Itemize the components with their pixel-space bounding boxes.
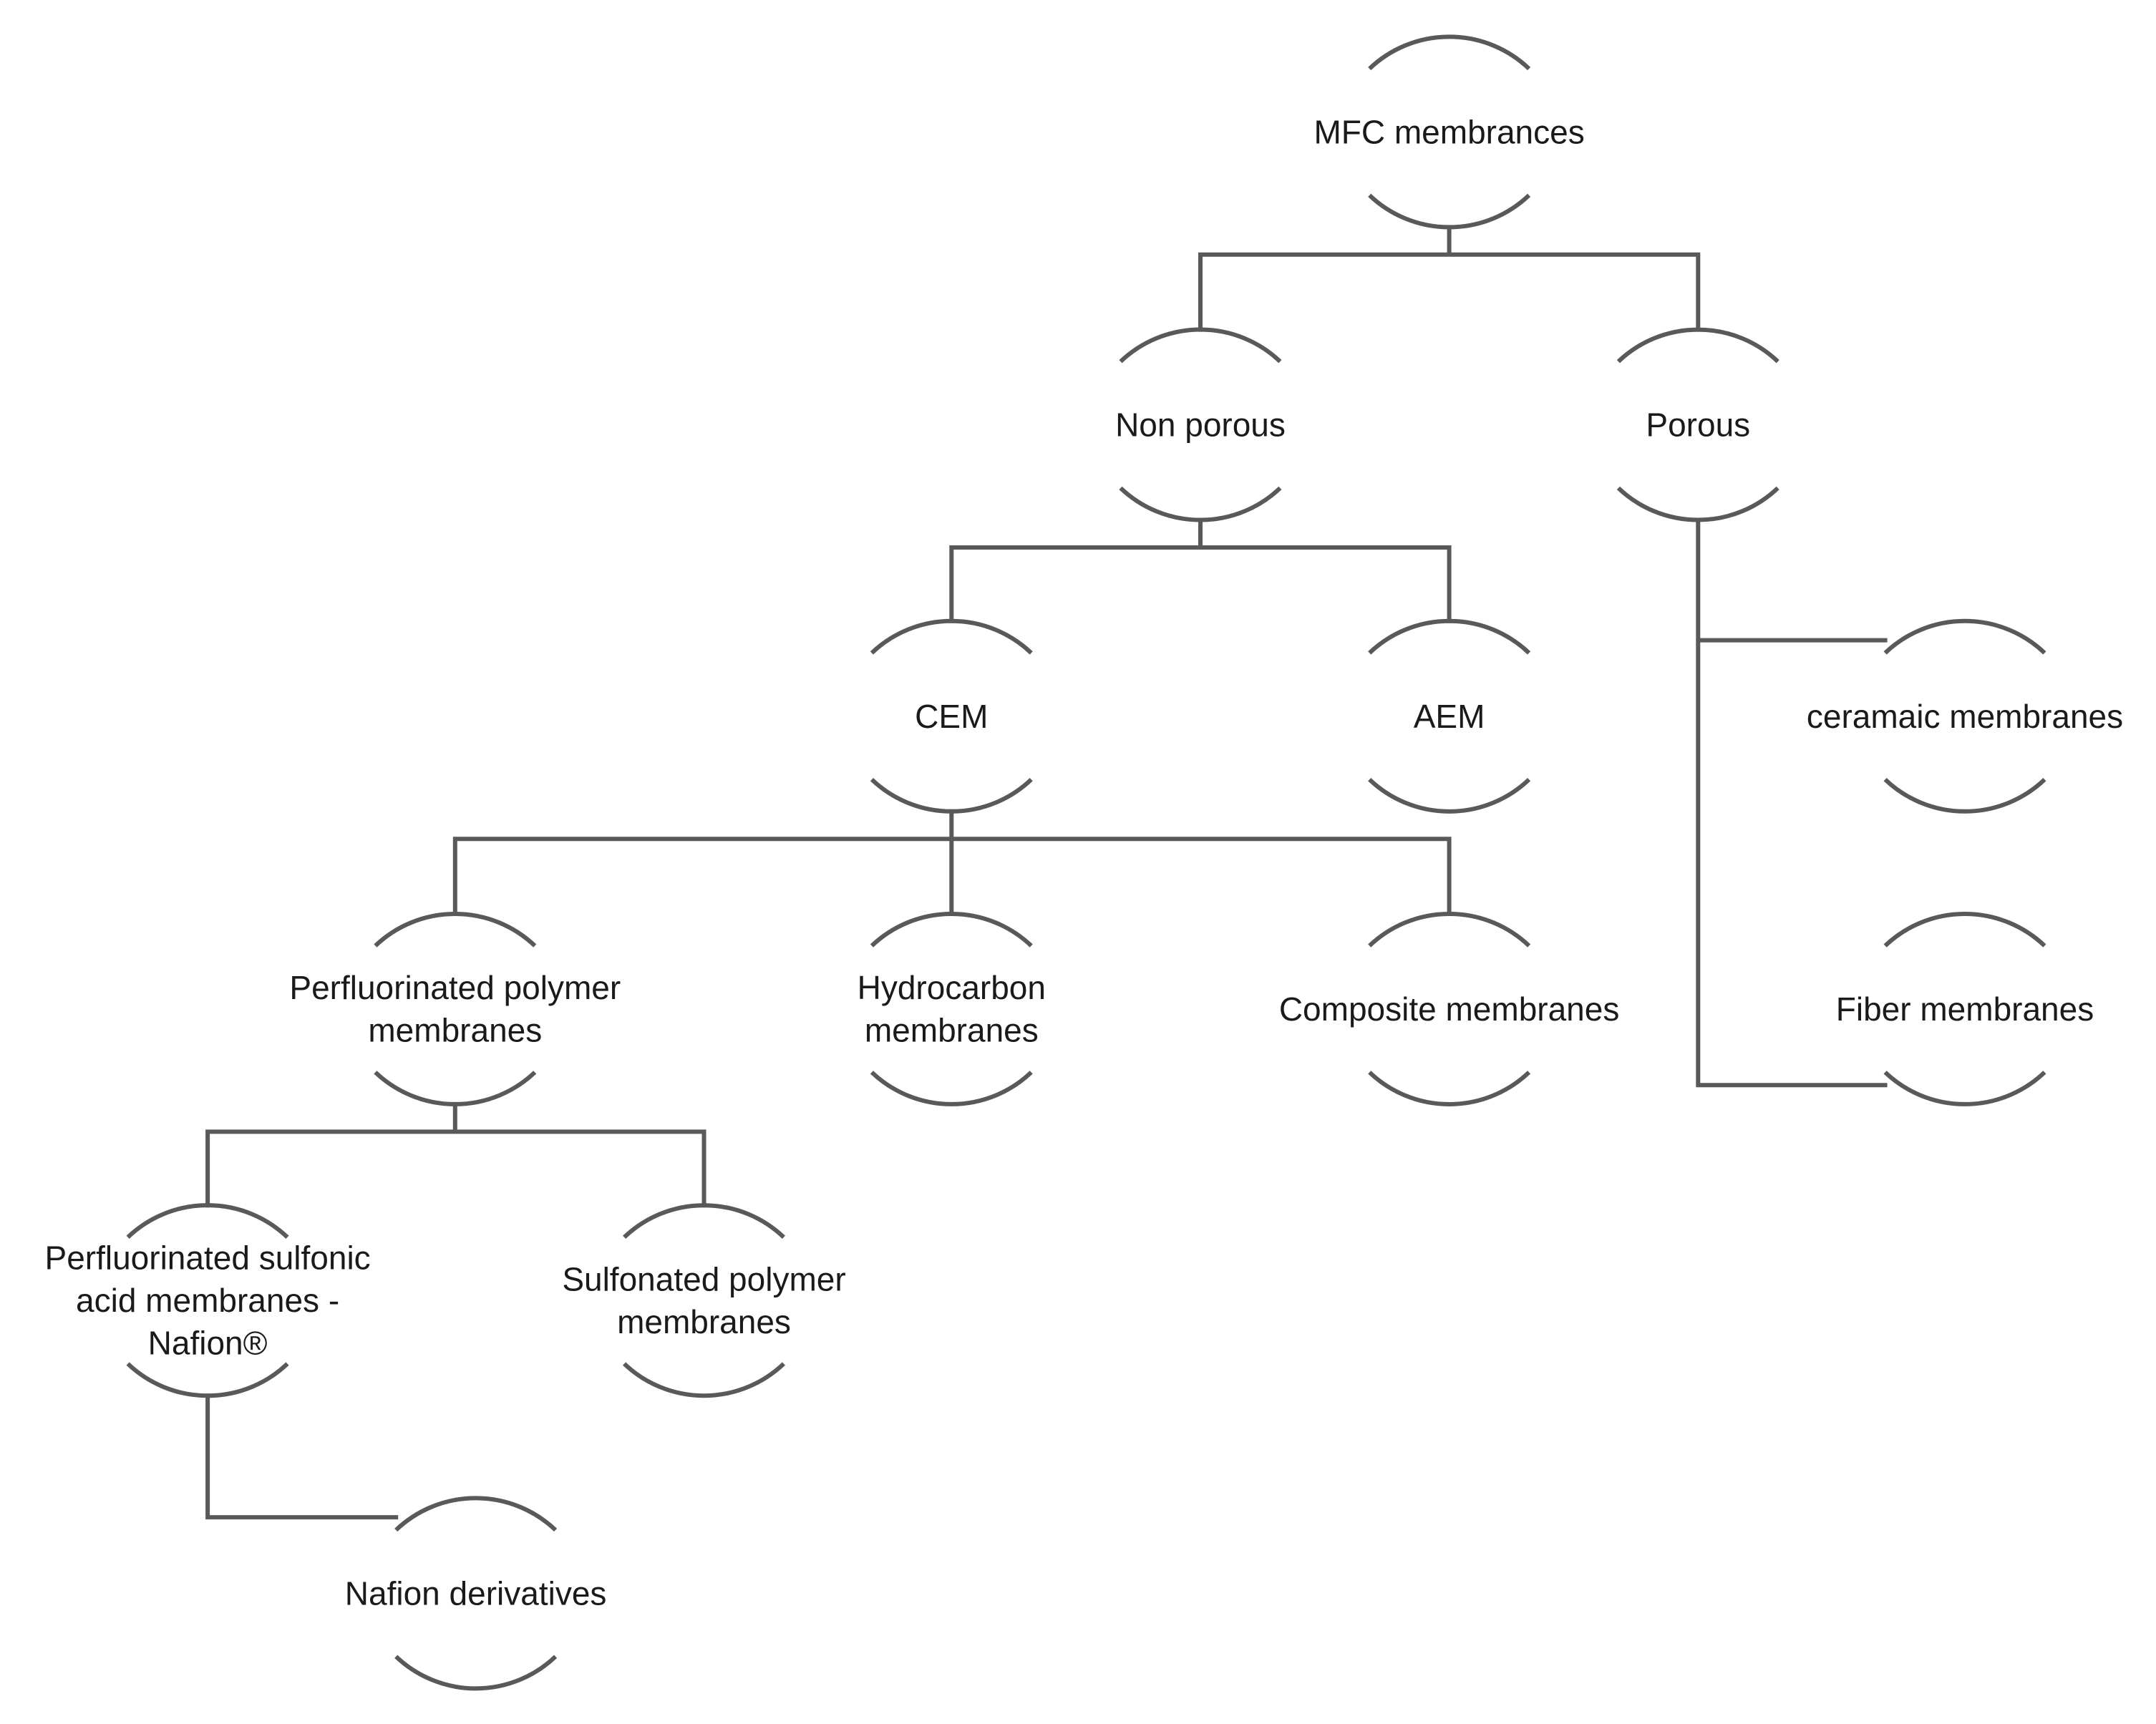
node-top-arc bbox=[1368, 34, 1531, 71]
node-label-line: acid membranes - bbox=[76, 1282, 339, 1319]
node-label-line: Fiber membranes bbox=[1836, 990, 2094, 1028]
node-label-line: membranes bbox=[368, 1012, 542, 1049]
node-label-line: CEM bbox=[915, 698, 988, 735]
connector-lines bbox=[205, 225, 1888, 1520]
node-top-arc bbox=[1883, 618, 2046, 655]
node-bottom-arc bbox=[870, 1071, 1033, 1106]
node-label-line: Perfluorinated sulfonic bbox=[45, 1240, 371, 1277]
connector-porous bbox=[1696, 517, 1888, 1088]
node-bottom-arc bbox=[1119, 486, 1282, 522]
node-label-line: AEM bbox=[1414, 698, 1485, 735]
node-sulfonated-polymer-membranes: Sulfonated polymer membranes bbox=[562, 1203, 846, 1398]
connector-non-porous bbox=[949, 517, 1452, 623]
node-fiber-membranes: Fiber membranes bbox=[1836, 911, 2094, 1106]
node-nafion-derivatives: Nafion derivatives bbox=[345, 1496, 607, 1691]
node-label-line: Nafion derivatives bbox=[345, 1574, 607, 1612]
node-bottom-arc bbox=[394, 1655, 558, 1691]
node-top-arc bbox=[126, 1203, 289, 1239]
node-label-line: Hydrocarbon bbox=[858, 969, 1046, 1006]
connector-mfc-membranes bbox=[1198, 225, 1701, 332]
node-label-line: Sulfonated polymer bbox=[562, 1260, 845, 1297]
node-ceramaic-membranes: ceramaic membranes bbox=[1807, 618, 2123, 814]
node-bottom-arc bbox=[126, 1362, 289, 1398]
connector-perfluorinated-polymer-membranes bbox=[205, 1102, 706, 1208]
node-top-arc bbox=[1883, 911, 2046, 948]
node-top-arc bbox=[870, 618, 1033, 655]
node-hydrocarbon-membranes: Hydrocarbon membranes bbox=[858, 911, 1046, 1106]
node-bottom-arc bbox=[1883, 1071, 2046, 1106]
node-cem: CEM bbox=[870, 618, 1033, 814]
node-bottom-arc bbox=[1616, 486, 1779, 522]
node-label-line: Non porous bbox=[1115, 406, 1286, 444]
node-bottom-arc bbox=[374, 1071, 537, 1106]
node-label-line: Composite membranes bbox=[1279, 990, 1620, 1028]
node-composite-membranes: Composite membranes bbox=[1279, 911, 1620, 1106]
connector-cem bbox=[452, 809, 1452, 916]
node-bottom-arc bbox=[1368, 778, 1531, 814]
node-label-line: ceramaic membranes bbox=[1807, 698, 2123, 735]
node-bottom-arc bbox=[870, 778, 1033, 814]
node-aem: AEM bbox=[1368, 618, 1531, 814]
node-top-arc bbox=[1616, 327, 1779, 364]
node-label-line: Perfluorinated polymer bbox=[289, 969, 621, 1006]
node-mfc-membranes: MFC membrances bbox=[1313, 34, 1585, 230]
node-top-arc bbox=[870, 911, 1033, 948]
node-bottom-arc bbox=[1883, 778, 2046, 814]
node-bottom-arc bbox=[1368, 193, 1531, 230]
node-non-porous: Non porous bbox=[1115, 327, 1286, 522]
node-label-line: Nafion® bbox=[148, 1325, 268, 1362]
node-bottom-arc bbox=[1368, 1071, 1531, 1106]
node-bottom-arc bbox=[623, 1362, 785, 1398]
node-perfluorinated-polymer-membranes: Perfluorinated polymer membranes bbox=[289, 911, 621, 1106]
node-top-arc bbox=[1368, 911, 1531, 948]
node-label-line: membranes bbox=[617, 1303, 791, 1340]
node-top-arc bbox=[1119, 327, 1282, 364]
node-label-line: MFC membrances bbox=[1313, 113, 1584, 150]
node-label-line: membranes bbox=[865, 1012, 1039, 1049]
node-top-arc bbox=[374, 911, 537, 948]
node-perfluorinated-sulfonic-acid-membranes: Perfluorinated sulfonic acid membranes - N… bbox=[45, 1203, 371, 1398]
connector-perfluorinated-sulfonic-acid-membranes bbox=[205, 1393, 399, 1520]
node-label-line: Porous bbox=[1646, 406, 1750, 444]
node-top-arc bbox=[394, 1496, 558, 1532]
node-porous: Porous bbox=[1616, 327, 1779, 522]
node-top-arc bbox=[1368, 618, 1531, 655]
node-top-arc bbox=[623, 1203, 785, 1239]
